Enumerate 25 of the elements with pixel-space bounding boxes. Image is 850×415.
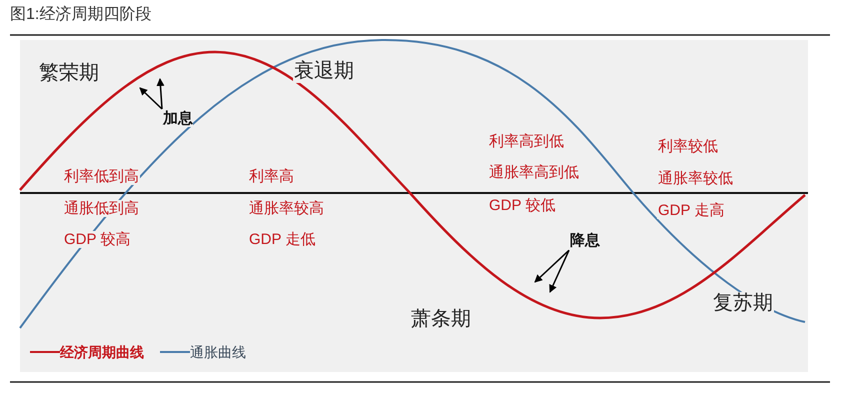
condition-text: 通胀率高到低 bbox=[488, 164, 580, 182]
leader-arrow bbox=[156, 78, 164, 110]
phase-label: 衰退期 bbox=[293, 60, 355, 83]
leader-arrow bbox=[534, 250, 570, 283]
condition-text: 通胀低到高 bbox=[63, 200, 140, 218]
condition-text: 利率低到高 bbox=[63, 168, 140, 186]
condition-text: GDP 较低 bbox=[488, 197, 556, 214]
legend-text: 通胀曲线 bbox=[190, 344, 246, 360]
leader-arrow bbox=[549, 250, 570, 293]
condition-text: 通胀率较低 bbox=[657, 170, 734, 188]
condition-text: GDP 较高 bbox=[63, 231, 132, 248]
phase-label: 萧条期 bbox=[410, 308, 472, 331]
legend-text: 经济周期曲线 bbox=[60, 344, 144, 360]
condition-text: 利率高 bbox=[248, 168, 295, 186]
phase-label: 繁荣期 bbox=[38, 62, 100, 85]
condition-text: GDP 走低 bbox=[248, 231, 316, 248]
condition-text: GDP 走高 bbox=[657, 202, 726, 220]
arrow-label: 降息 bbox=[570, 232, 600, 250]
condition-text: 利率高到低 bbox=[488, 133, 565, 150]
condition-text: 通胀率较高 bbox=[248, 200, 325, 218]
leader-arrow bbox=[139, 87, 163, 110]
condition-text: 利率较低 bbox=[657, 138, 719, 156]
title-text: 图1:经济周期四阶段 bbox=[10, 6, 152, 24]
arrow-label: 加息 bbox=[163, 110, 193, 128]
phase-label: 复苏期 bbox=[712, 292, 774, 315]
